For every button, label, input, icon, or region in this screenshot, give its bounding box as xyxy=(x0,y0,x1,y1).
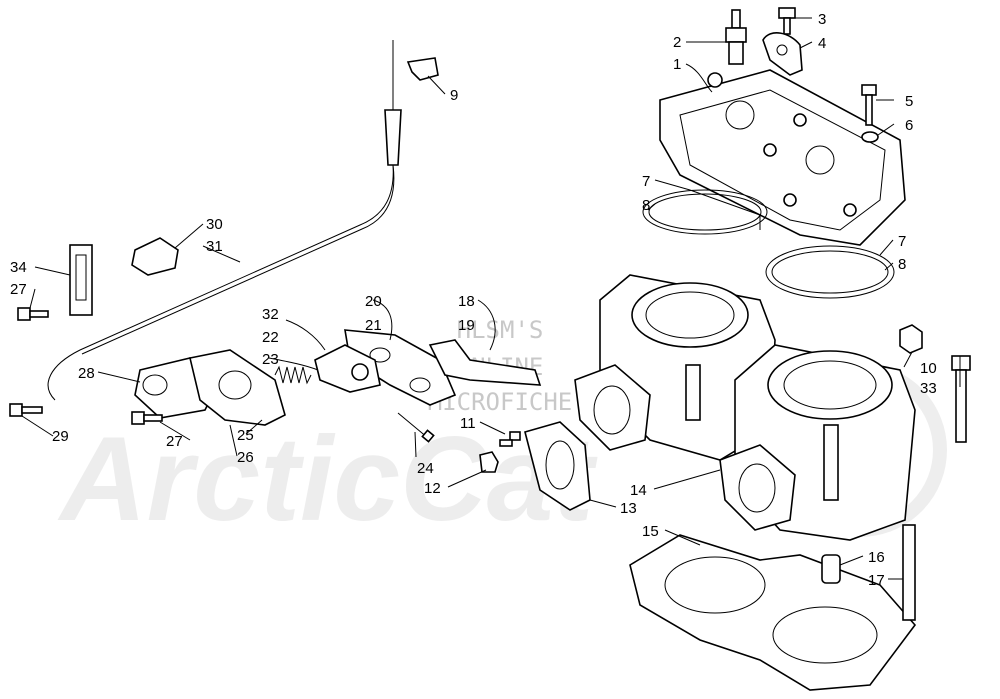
cylinder-head xyxy=(659,69,906,246)
lifting-bracket xyxy=(762,32,803,76)
callout-28: 28 xyxy=(78,365,95,382)
callout-27b: 27 xyxy=(166,433,183,450)
head-o-rings-left xyxy=(642,189,768,235)
callout-6: 6 xyxy=(905,117,913,134)
callout-33: 33 xyxy=(920,380,937,397)
clip-30 xyxy=(131,237,179,276)
callout-26: 26 xyxy=(237,449,254,466)
callout-17: 17 xyxy=(868,572,885,589)
stud xyxy=(902,524,916,621)
callout-14: 14 xyxy=(630,482,647,499)
screw-27-top xyxy=(17,307,49,321)
head-o-rings-right xyxy=(765,245,895,299)
callout-4: 4 xyxy=(818,35,826,52)
callout-24: 24 xyxy=(417,460,434,477)
callout-19: 19 xyxy=(458,317,475,334)
spring-23 xyxy=(274,365,312,385)
valve-18-19 xyxy=(428,339,542,386)
callout-31: 31 xyxy=(206,238,223,255)
cylinder-front xyxy=(685,344,916,541)
callout-2: 2 xyxy=(673,34,681,51)
callout-20: 20 xyxy=(365,293,382,310)
cable-31 xyxy=(47,40,402,401)
callout-9: 9 xyxy=(450,87,458,104)
bracket-34 xyxy=(69,244,93,316)
screw-11 xyxy=(499,431,521,447)
watermark-line-1: HLSM'S xyxy=(457,316,544,344)
callout-21: 21 xyxy=(365,317,382,334)
plate-25-26 xyxy=(189,349,286,426)
nut-10 xyxy=(899,324,923,354)
callout-8a: 8 xyxy=(642,197,650,214)
callout-7b: 7 xyxy=(898,233,906,250)
plug-12 xyxy=(479,451,499,473)
callout-34: 34 xyxy=(10,259,27,276)
bolt-3 xyxy=(778,7,796,35)
callout-29: 29 xyxy=(52,428,69,445)
bolt-33 xyxy=(951,355,971,443)
callout-7a: 7 xyxy=(642,173,650,190)
screw-27-bottom xyxy=(131,411,163,425)
callout-8b: 8 xyxy=(898,256,906,273)
callout-23: 23 xyxy=(262,351,279,368)
callout-15: 15 xyxy=(642,523,659,540)
brand-watermark-text: ArcticCat xyxy=(57,412,599,546)
callout-32: 32 xyxy=(262,306,279,323)
screw-24 xyxy=(397,412,435,443)
callout-22: 22 xyxy=(262,329,279,346)
spark-plug xyxy=(725,9,747,65)
callout-30: 30 xyxy=(206,216,223,233)
callout-5: 5 xyxy=(905,93,913,110)
leader-lines xyxy=(21,17,961,580)
actuator-32 xyxy=(314,344,381,393)
callout-16: 16 xyxy=(868,549,885,566)
screw-29 xyxy=(9,403,43,417)
callouts: 2 1 3 4 5 6 7 8 7 8 9 10 11 12 13 14 15 … xyxy=(10,11,937,589)
callout-3: 3 xyxy=(818,11,826,28)
callout-27a: 27 xyxy=(10,281,27,298)
callout-11: 11 xyxy=(460,415,476,432)
callout-25: 25 xyxy=(237,427,254,444)
bolt-5 xyxy=(861,84,877,126)
washer-6 xyxy=(861,131,879,143)
dowel-pin xyxy=(821,554,841,584)
callout-13: 13 xyxy=(620,500,637,517)
callout-18: 18 xyxy=(458,293,475,310)
callout-10: 10 xyxy=(920,360,937,377)
base-gasket xyxy=(629,534,917,691)
clip-9 xyxy=(406,57,439,81)
callout-1: 1 xyxy=(673,56,681,73)
callout-12: 12 xyxy=(424,480,441,497)
